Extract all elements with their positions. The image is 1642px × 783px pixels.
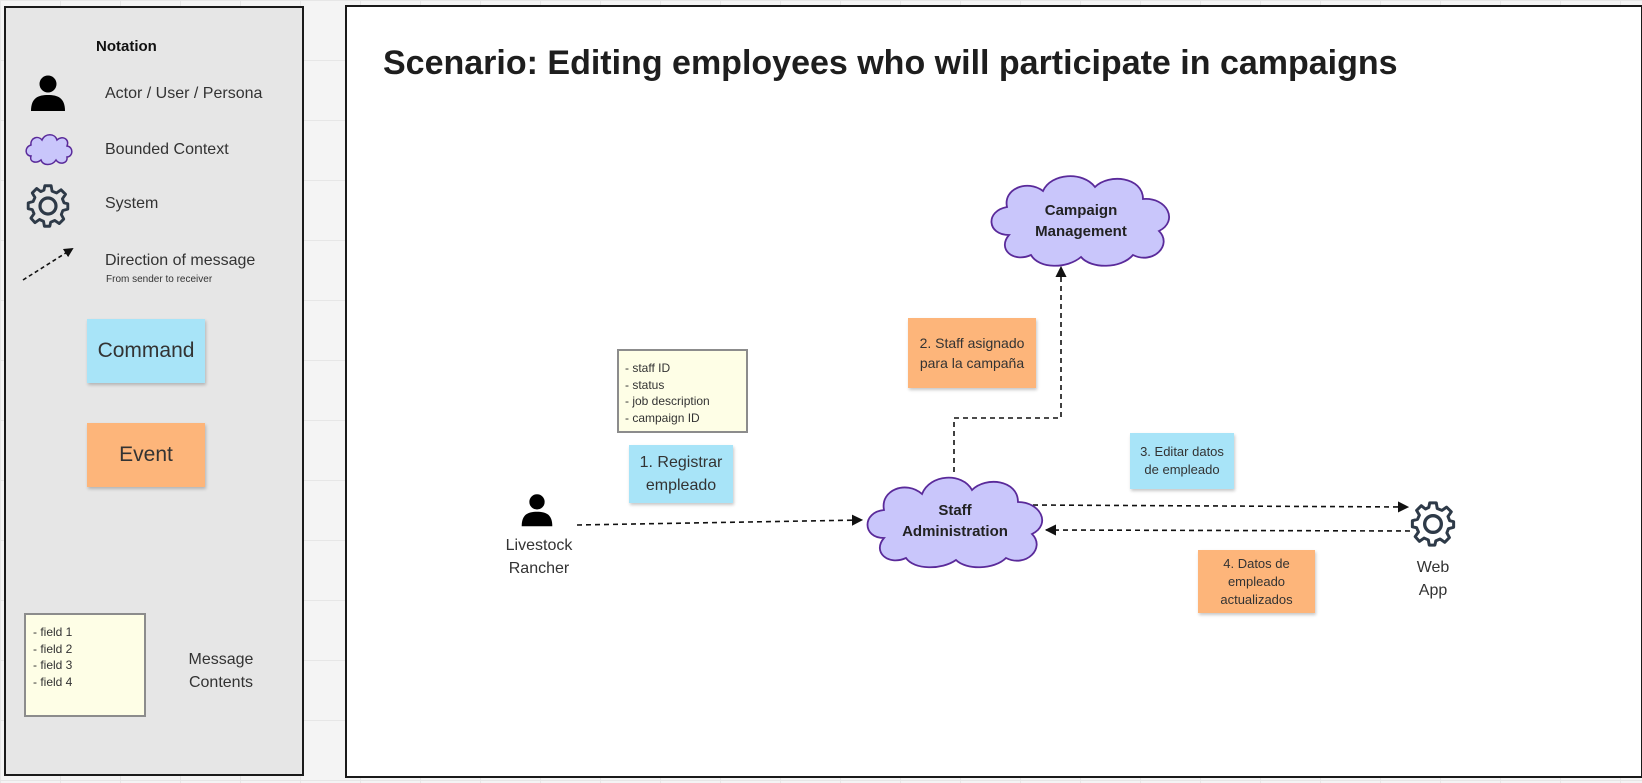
webapp-label-line: App [1418,582,1448,599]
gear-icon [26,184,70,228]
event-staff-asignado: 2. Staff asignado para la campaña [908,318,1036,388]
legend-title: Notation [96,38,157,55]
staff-administration-label: Staff Administration [884,500,1026,542]
legend-event-label: Event [119,443,173,466]
legend-message-contents-line: Message [188,651,254,668]
legend-message-box: - field 1 - field 2 - field 3 - field 4 [24,613,146,717]
legend-field: - field 4 [33,674,73,689]
campaign-management-label: Campaign Management [1010,200,1152,242]
message-contents-box: - staff ID - status - job description - … [617,349,748,433]
scenario-title: Scenario: Editing employees who will par… [383,44,1398,82]
event-line: 2. Staff asignado [919,335,1025,351]
legend-message-contents-label: Message Contents [176,648,266,694]
command-line: de empleado [1144,462,1220,477]
arrow-rancher-to-staff [576,514,864,526]
event-line: para la campaña [919,355,1025,371]
campaign-management-context [990,175,1170,267]
dashed-arrow-icon [22,247,74,281]
legend-system-label: System [105,195,159,212]
cloud-icon [25,134,73,166]
person-icon [521,494,553,527]
legend-command-sticky: Command [87,319,205,383]
message-field: - job description [625,394,710,408]
event-line: actualizados [1220,591,1293,607]
rancher-label: Livestock Rancher [489,534,589,580]
arrow-webapp-to-staff [1044,524,1411,536]
command-line: empleado [645,477,717,494]
legend-actor-label: Actor / User / Persona [105,85,263,102]
rancher-label-line: Rancher [508,560,570,577]
scenario-frame [345,5,1642,778]
arrow-staff-to-campaign [953,265,1067,472]
message-field: - campaign ID [625,410,700,425]
command-line: 1. Registrar [639,454,723,471]
legend-command-label: Command [97,339,195,362]
legend-field: - field 1 [33,625,73,639]
legend-direction-label: Direction of message [105,252,256,269]
message-field: - status [625,377,665,392]
campaign-management-line: Campaign [1044,202,1118,219]
legend-event-sticky: Event [87,423,205,487]
legend-field: - field 2 [33,641,73,656]
rancher-label-line: Livestock [505,537,573,554]
command-registrar-empleado: 1. Registrar empleado [629,445,733,503]
staff-administration-line: Administration [902,523,1008,540]
staff-administration-context [866,476,1044,569]
webapp-label-line: Web [1416,559,1450,576]
legend-message-contents-line: Contents [188,674,254,691]
staff-administration-line: Staff [938,502,972,519]
campaign-management-line: Management [1035,223,1127,240]
event-datos-actualizados: 4. Datos de empleado actualizados [1198,550,1315,613]
event-line: empleado [1227,573,1286,589]
legend-field: - field 3 [33,658,73,672]
message-field: - staff ID [625,361,671,375]
legend-direction-sublabel: From sender to receiver [106,274,213,285]
webapp-label: Web App [1398,556,1468,602]
command-editar-datos: 3. Editar datos de empleado [1130,433,1234,489]
legend-bounded-context-label: Bounded Context [105,141,229,158]
person-icon [31,75,65,111]
command-line: 3. Editar datos [1140,444,1224,459]
event-line: 4. Datos de [1223,555,1290,571]
gear-icon [1410,501,1456,547]
arrow-staff-to-webapp [1032,501,1410,513]
